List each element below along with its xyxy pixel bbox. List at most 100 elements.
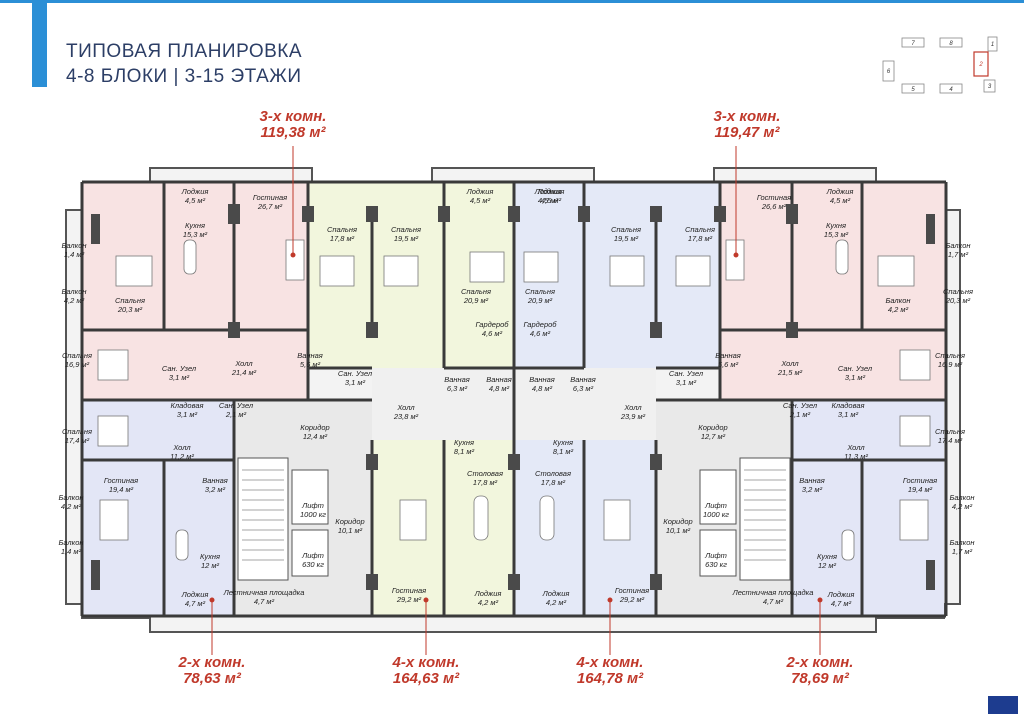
room-name: Гардероб — [475, 320, 509, 329]
elevator-left-2 — [291, 529, 329, 577]
room-name: Ванная — [486, 375, 512, 384]
callout-rooms: 2-х комн. — [178, 654, 246, 671]
room-name: Кухня — [185, 221, 205, 230]
room-area: 5,6 м² — [300, 360, 321, 369]
room-name: Ванная — [202, 476, 228, 485]
sofa — [399, 499, 427, 541]
room-name: Коридор — [300, 423, 329, 432]
room-name: Коридор — [698, 423, 727, 432]
room-area: 12 м² — [201, 561, 220, 570]
room-area: 17,4 м² — [938, 436, 963, 445]
room-area: 4,8 м² — [532, 384, 553, 393]
key-plan-block — [901, 83, 925, 94]
room-area: 1,7 м² — [952, 547, 973, 556]
room-area: 26,6 м² — [761, 202, 787, 211]
room-name: Спальня — [327, 225, 357, 234]
column — [366, 322, 378, 338]
column — [650, 206, 662, 222]
room-area: 4,5 м² — [830, 196, 851, 205]
bed — [899, 415, 931, 447]
room-area: 15,3 м² — [183, 230, 208, 239]
sofa — [285, 239, 305, 281]
room-area: 3,2 м² — [205, 485, 226, 494]
room-area: 12,7 м² — [701, 432, 726, 441]
room-name: Сан. Узел — [162, 364, 197, 373]
room-area: 3,1 м² — [676, 378, 697, 387]
room-name: Кладовая — [831, 401, 864, 410]
room-name: Сан. Узел — [219, 401, 254, 410]
room-area: 4,2 м² — [952, 502, 973, 511]
elevator-right-2 — [699, 529, 737, 577]
room-area: 17,8 м² — [541, 478, 566, 487]
room-name: Лестничная площадка — [223, 588, 305, 597]
key-plan-label: 5 — [911, 87, 915, 93]
column — [438, 206, 450, 222]
stair-treads — [242, 469, 786, 561]
dining-table — [183, 239, 197, 275]
room-name: Холл — [234, 359, 253, 368]
room-name: Кухня — [826, 221, 846, 230]
dining-table — [473, 495, 489, 541]
room-area: 19,4 м² — [908, 485, 933, 494]
key-plan-label: 1 — [991, 42, 994, 48]
room-name: Лифт — [704, 501, 727, 510]
room-name: Балкон — [58, 493, 83, 502]
room-area: 4,5 м² — [541, 196, 562, 205]
room-name: Холл — [623, 403, 642, 412]
column — [91, 560, 100, 590]
room-name: Лестничная площадка — [732, 588, 814, 597]
key-plan-block — [987, 36, 998, 52]
room-area: 19,4 м² — [109, 485, 134, 494]
room-name: Лифт — [704, 551, 727, 560]
room-area: 20,3 м² — [117, 305, 143, 314]
room-area: 1000 кг — [300, 510, 326, 519]
column — [786, 322, 798, 338]
room-area: 4,5 м² — [470, 196, 491, 205]
column — [786, 204, 798, 224]
callout-area: 164,63 м² — [392, 669, 460, 687]
room-area: 3,1 м² — [177, 410, 198, 419]
room-area: 4,2 м² — [64, 296, 85, 305]
room-area: 4,2 м² — [61, 502, 82, 511]
room-area: 10,1 м² — [666, 526, 691, 535]
room-name: Лоджия — [534, 187, 562, 196]
room-area: 20,9 м² — [527, 296, 553, 305]
bed — [383, 255, 419, 287]
room-name: Гостиная — [757, 193, 791, 202]
room-area: 4,2 м² — [546, 598, 567, 607]
room-area: 3,1 м² — [838, 410, 859, 419]
dining-table — [175, 529, 189, 561]
key-plan-label: 3 — [988, 84, 992, 90]
room-name: Ванная — [529, 375, 555, 384]
sofa — [725, 239, 745, 281]
sofa — [603, 499, 631, 541]
room-area: 26,7 м² — [257, 202, 283, 211]
room-name: Коридор — [335, 517, 364, 526]
bed — [319, 255, 355, 287]
column — [578, 206, 590, 222]
callout-leaders — [209, 146, 823, 655]
callout-area: 164,78 м² — [576, 669, 644, 687]
apartment-callout: 4-х комн. 164,78 м² — [560, 655, 660, 687]
room-name: Спальня — [935, 427, 965, 436]
room-name: Спальня — [62, 427, 92, 436]
page-subtitle: 4-8 БЛОКИ | 3-15 ЭТАЖИ — [66, 66, 302, 87]
bed — [469, 251, 505, 283]
room-name: Кухня — [454, 438, 474, 447]
room-name: Лоджия — [827, 590, 855, 599]
room-area: 17,8 м² — [473, 478, 498, 487]
title-accent-bar — [32, 0, 47, 87]
room-name: Спальня — [935, 351, 965, 360]
walls — [80, 180, 948, 618]
room-name: Холл — [780, 359, 799, 368]
room-name: Ванная — [799, 476, 825, 485]
apartment-callout: 4-х комн. 164,63 м² — [376, 655, 476, 687]
callout-area: 78,69 м² — [791, 669, 849, 687]
column — [366, 454, 378, 470]
callout-area: 119,38 м² — [260, 123, 326, 141]
room-name: Столовая — [535, 469, 571, 478]
room-name: Холл — [396, 403, 415, 412]
room-name: Спальня — [525, 287, 555, 296]
key-plan-label: 6 — [887, 69, 891, 75]
room-name: Балкон — [945, 241, 970, 250]
